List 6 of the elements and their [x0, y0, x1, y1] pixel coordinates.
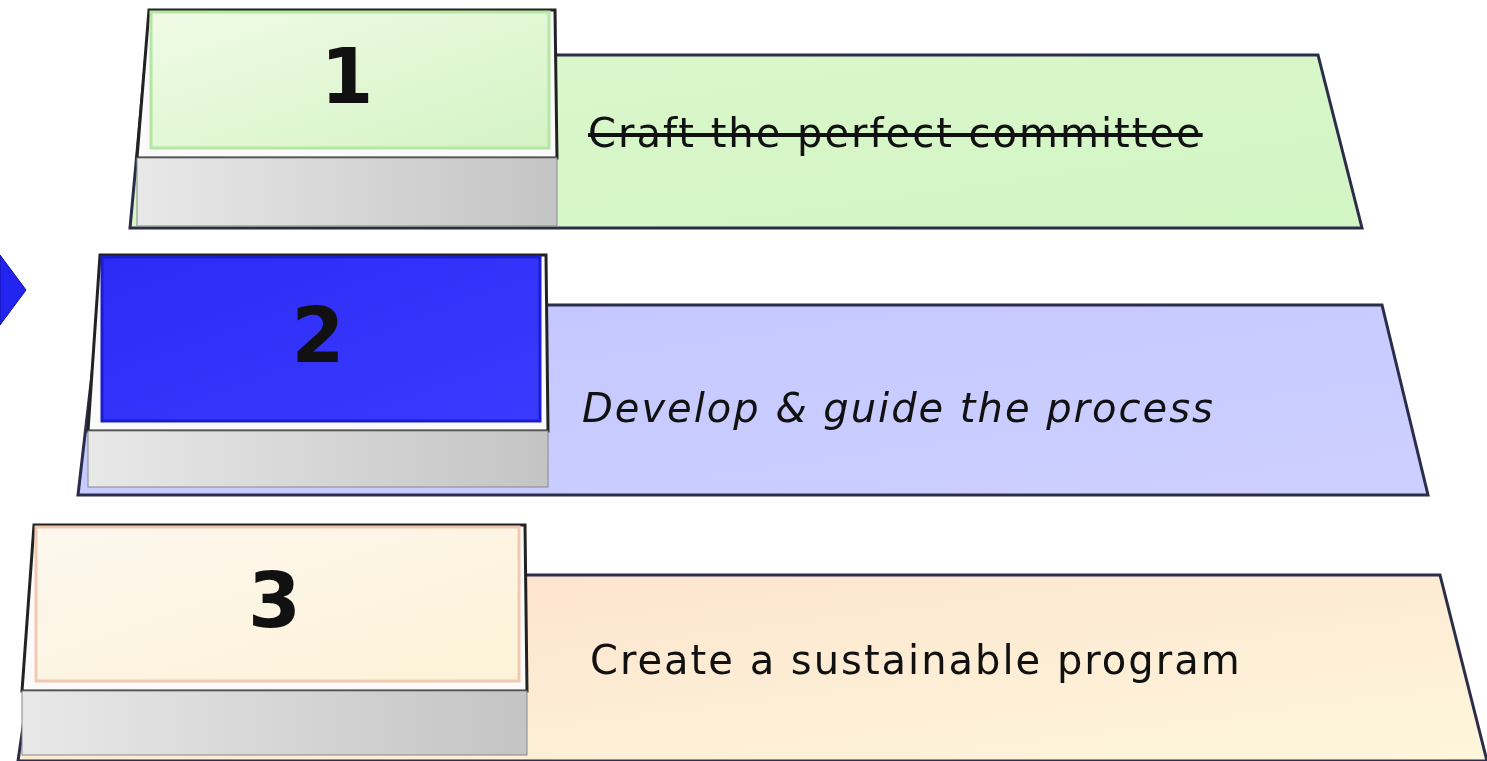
step-number: 2: [290, 298, 346, 374]
step-number: 1: [319, 39, 375, 115]
step-text: Develop & guide the process: [582, 384, 1215, 432]
step-number: 3: [247, 563, 302, 639]
step-text: Craft the perfect committee: [588, 109, 1203, 157]
step-text: Create a sustainable program: [590, 636, 1242, 684]
